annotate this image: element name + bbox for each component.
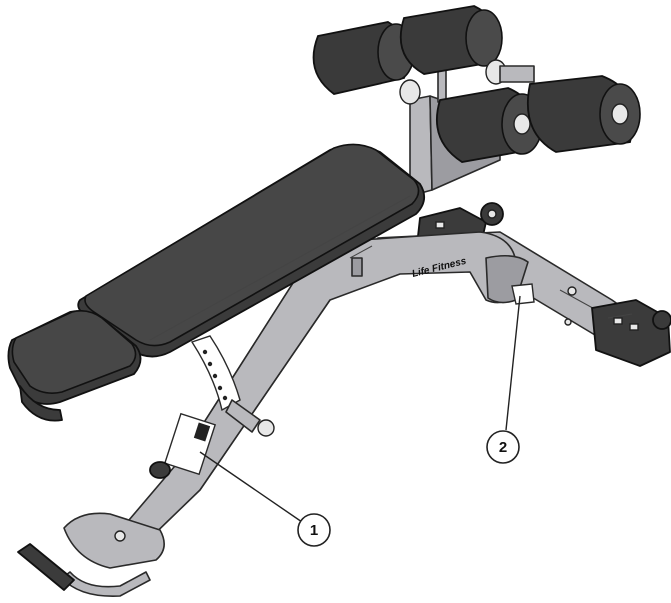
callout-2-circle	[486, 430, 520, 464]
callout-1: 1	[199, 451, 331, 547]
callout-1-circle	[297, 513, 331, 547]
frame-label-sticker	[511, 283, 535, 305]
callout-1-number: 1	[310, 522, 318, 539]
adjustment-ladder	[190, 335, 241, 412]
front-base-foot	[17, 512, 165, 597]
callout-1-leader	[199, 451, 303, 523]
callout-2-leader	[505, 295, 521, 431]
leg-rollers	[312, 5, 641, 163]
callout-2: 2	[486, 295, 521, 464]
seat-pad	[7, 310, 142, 422]
callout-2-number: 2	[499, 439, 507, 456]
seat-adjustment-handle	[149, 399, 275, 479]
rear-foot-cap	[591, 299, 671, 367]
